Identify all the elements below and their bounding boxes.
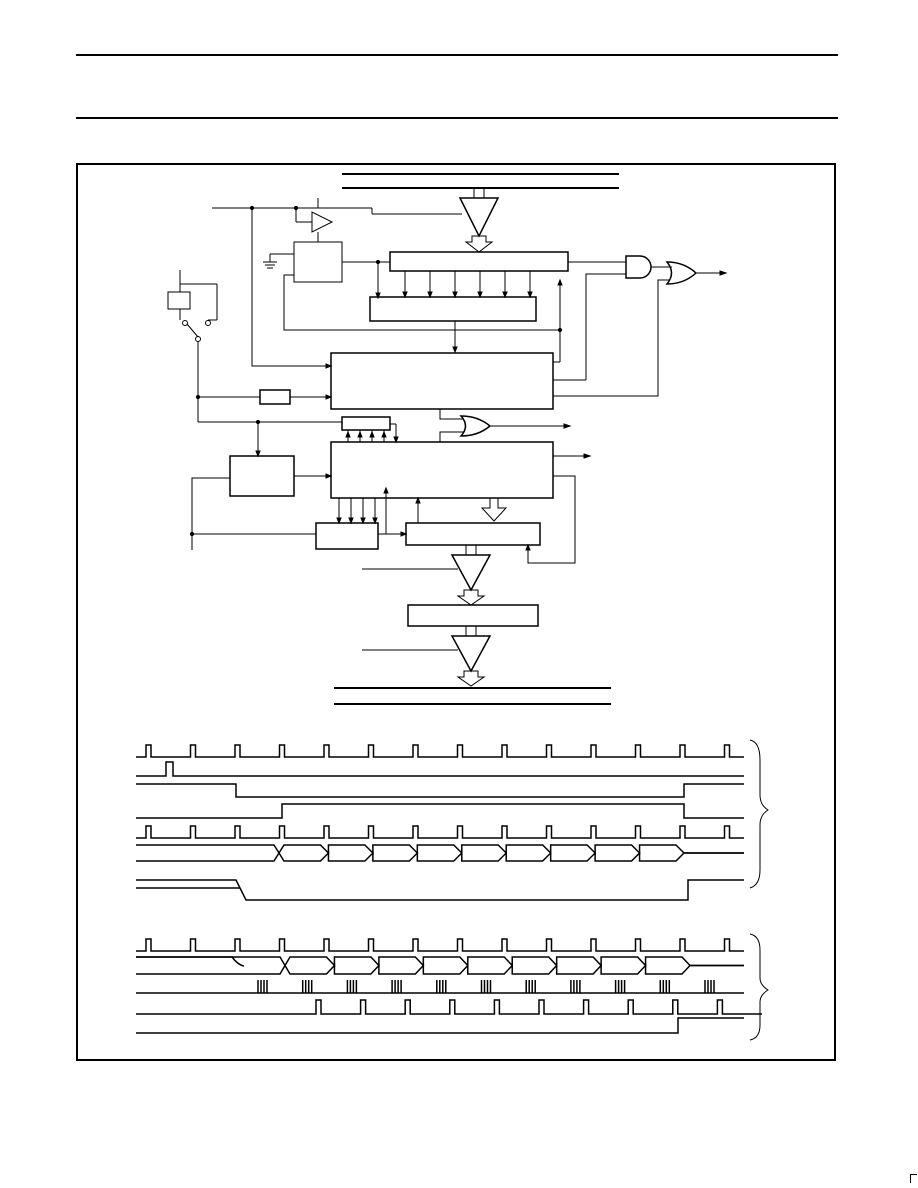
start-pulse-waveform [136,761,744,777]
figure-frame [76,163,836,1061]
data-bus-waveform-b-upper [136,956,744,975]
small-mux-block [315,522,379,550]
clock-waveform-b [136,938,744,952]
output-register [405,522,541,546]
header-rule-bottom [76,117,838,119]
tri-state-buffer-icon [362,626,492,687]
left-logic-block [229,455,295,497]
busy-waveform [136,879,744,901]
control-logic-lower [330,441,554,499]
switch-icon [167,270,218,342]
mux-taps [336,498,378,525]
counter-small [341,416,391,431]
header-rule-top [76,54,838,56]
and-gate-icon [625,255,652,279]
control-logic-main [330,352,554,410]
ground-icon [263,253,294,269]
or-gate-icon [665,261,698,285]
amplifier-icon [212,198,372,242]
data-buffer-block [407,604,539,627]
latch-row [369,296,537,322]
shift-register-top [389,251,569,272]
register-taps [402,271,533,299]
clock-waveform-a [136,744,744,758]
ack-waveform [136,999,762,1015]
small-resistor [259,389,291,405]
or-gate-icon [459,415,492,437]
bus-arrow-icon [480,497,508,522]
select-waveform [136,803,744,819]
system-bus-bottom [334,687,611,705]
system-bus-top [342,173,619,189]
request-waveform [136,956,245,967]
clock-block [293,241,343,283]
tri-state-buffer-icon [362,545,492,606]
tri-state-buffer-icon [371,188,500,253]
done-waveform [136,1017,744,1034]
brace-icon [749,933,769,1041]
enable-waveform [136,783,744,798]
page-corner-mark [910,1174,917,1183]
timing-diagram-group-b [136,938,762,1034]
strobe-burst-waveform [257,980,715,993]
data-bus-waveform-a-lower [136,844,744,862]
brace-icon [749,739,769,889]
data-bus-waveform-b-lower [136,956,744,975]
shift-clock-waveform [136,825,744,839]
data-bus-waveform-a-upper [136,844,744,862]
counter-taps [345,430,387,442]
timing-diagram-group-a [136,744,744,901]
